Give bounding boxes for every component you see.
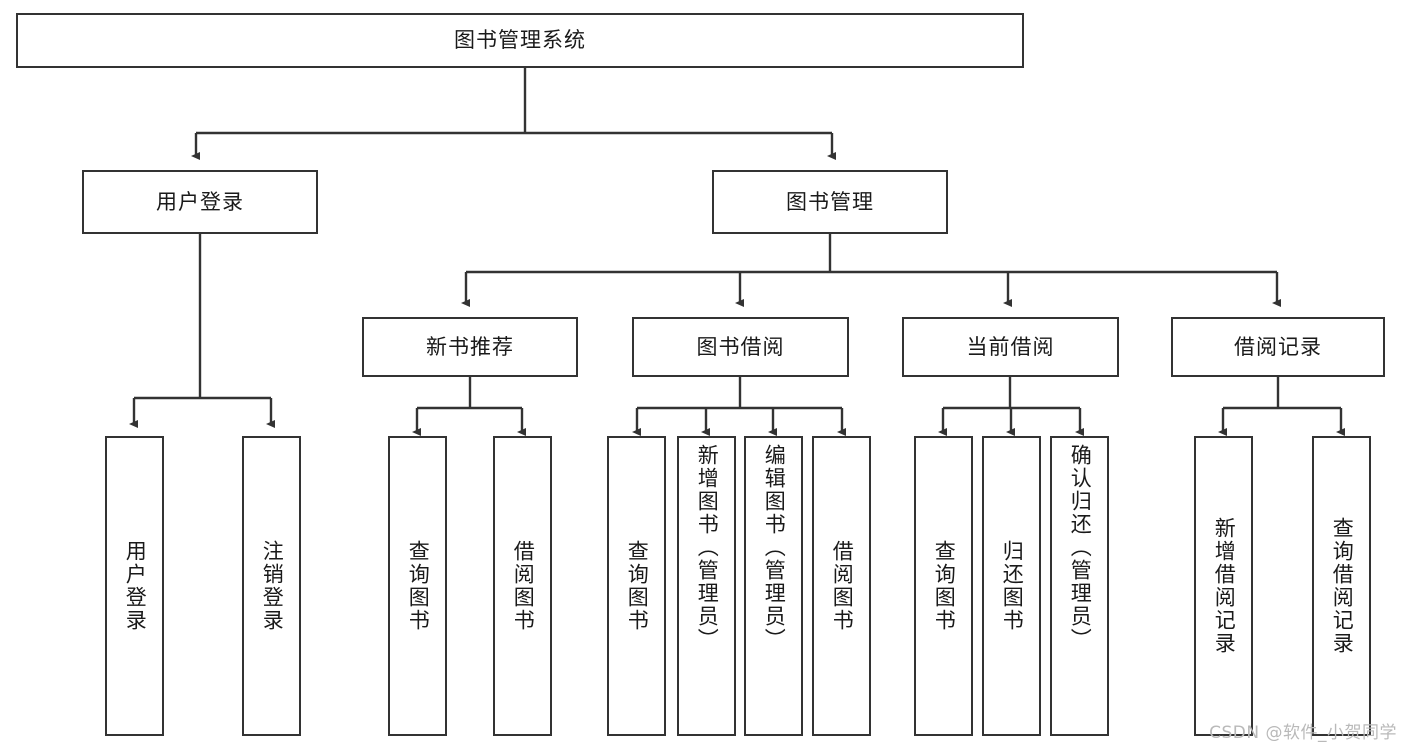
node-new-book-recommend[interactable]: 新书推荐 bbox=[362, 317, 578, 377]
node-label: 查询图书 bbox=[406, 540, 431, 632]
leaf-edit-book-admin[interactable]: 编辑图书（管理员） bbox=[744, 436, 803, 736]
node-book-management[interactable]: 图书管理 bbox=[712, 170, 948, 234]
node-label: 用户登录 bbox=[156, 189, 244, 214]
leaf-query-borrow-record[interactable]: 查询借阅记录 bbox=[1312, 436, 1371, 736]
node-label: 图书管理系统 bbox=[454, 28, 586, 53]
node-root-system[interactable]: 图书管理系统 bbox=[16, 13, 1024, 68]
leaf-add-borrow-record[interactable]: 新增借阅记录 bbox=[1194, 436, 1253, 736]
leaf-borrow-book-newbook[interactable]: 借阅图书 bbox=[493, 436, 552, 736]
node-label: 查询图书 bbox=[932, 540, 957, 632]
node-label: 借阅图书 bbox=[830, 540, 855, 632]
node-label: 新增借阅记录 bbox=[1212, 517, 1237, 655]
node-user-login[interactable]: 用户登录 bbox=[82, 170, 318, 234]
node-label: 图书管理 bbox=[786, 189, 874, 214]
node-label: 注销登录 bbox=[260, 540, 285, 632]
node-current-borrow[interactable]: 当前借阅 bbox=[902, 317, 1119, 377]
node-book-borrow[interactable]: 图书借阅 bbox=[632, 317, 849, 377]
node-label: 确认归还（管理员） bbox=[1068, 444, 1093, 651]
leaf-query-book-newbook[interactable]: 查询图书 bbox=[388, 436, 447, 736]
leaf-confirm-return-admin[interactable]: 确认归还（管理员） bbox=[1050, 436, 1109, 736]
csdn-watermark: CSDN @软件_小贺同学 bbox=[1209, 723, 1397, 743]
node-label: 查询借阅记录 bbox=[1330, 517, 1355, 655]
node-label: 借阅图书 bbox=[511, 540, 536, 632]
node-label: 新增图书（管理员） bbox=[695, 444, 720, 651]
node-label: 编辑图书（管理员） bbox=[762, 444, 787, 651]
node-label: 用户登录 bbox=[123, 540, 148, 632]
node-label: 图书借阅 bbox=[696, 334, 785, 359]
node-label: 借阅记录 bbox=[1234, 334, 1322, 359]
leaf-query-book-borrow[interactable]: 查询图书 bbox=[607, 436, 666, 736]
node-label: 当前借阅 bbox=[966, 334, 1055, 359]
node-label: 查询图书 bbox=[625, 540, 650, 632]
node-label: 新书推荐 bbox=[426, 334, 514, 359]
node-label: 归还图书 bbox=[1000, 540, 1025, 632]
leaf-add-book-admin[interactable]: 新增图书（管理员） bbox=[677, 436, 736, 736]
leaf-query-book-current[interactable]: 查询图书 bbox=[914, 436, 973, 736]
leaf-user-logout[interactable]: 注销登录 bbox=[242, 436, 301, 736]
leaf-return-book[interactable]: 归还图书 bbox=[982, 436, 1041, 736]
leaf-user-login[interactable]: 用户登录 bbox=[105, 436, 164, 736]
node-borrow-records[interactable]: 借阅记录 bbox=[1171, 317, 1385, 377]
leaf-borrow-book[interactable]: 借阅图书 bbox=[812, 436, 871, 736]
